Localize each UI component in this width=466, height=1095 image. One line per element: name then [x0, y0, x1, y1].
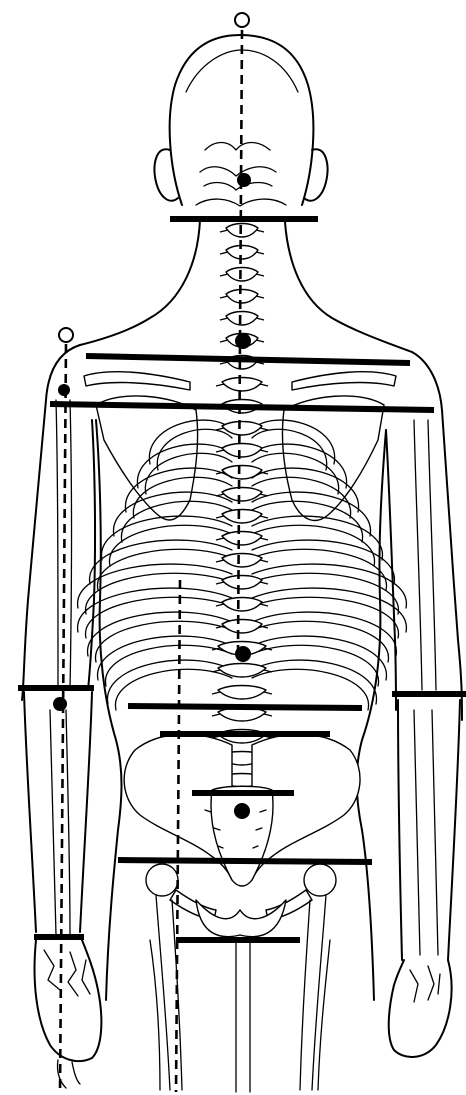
vertebra — [216, 576, 268, 590]
head-center-dot — [237, 173, 251, 187]
arm-marker-icon — [59, 328, 73, 342]
pelvis-center-dot — [234, 803, 250, 819]
left-arm-axis — [60, 344, 66, 1092]
waist-line — [128, 706, 362, 708]
thorax-center-dot — [235, 646, 251, 662]
rib — [90, 540, 232, 590]
vertebra — [220, 290, 264, 304]
vertebra — [216, 620, 268, 634]
vertebra — [216, 532, 268, 546]
vertebra — [216, 378, 268, 392]
vertebra — [216, 510, 268, 524]
vertebra — [216, 488, 268, 502]
vertebra — [220, 312, 264, 326]
rib — [108, 660, 232, 710]
vertebra — [212, 686, 272, 700]
shoulder-dot — [58, 384, 70, 396]
rib — [252, 516, 382, 566]
rib — [252, 660, 376, 710]
vertebra — [220, 268, 264, 282]
rib — [252, 540, 394, 590]
rib — [102, 516, 232, 566]
midline-marker-icon — [235, 13, 249, 27]
right-ear — [304, 149, 327, 200]
vertebra — [216, 598, 268, 612]
elbow-dot — [53, 697, 67, 711]
vertebra — [220, 246, 264, 260]
sacrum — [211, 786, 273, 886]
hip-line — [118, 860, 372, 862]
vertebra — [216, 444, 268, 458]
neck-base-line — [86, 356, 410, 363]
neck-center-dot — [235, 333, 251, 349]
vertebra — [216, 466, 268, 480]
